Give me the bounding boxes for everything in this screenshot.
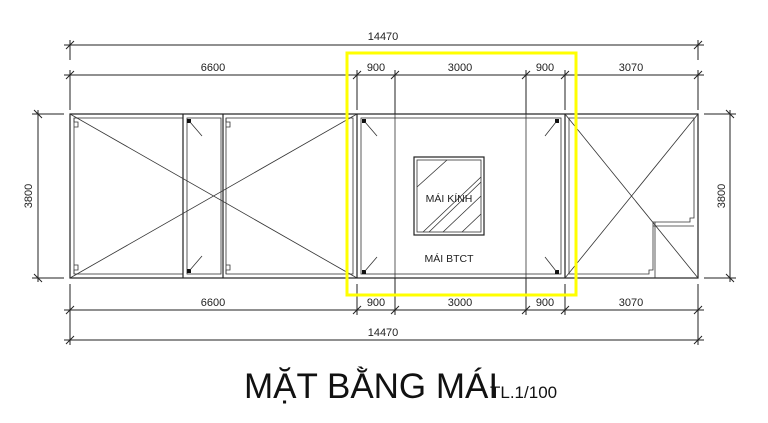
concrete-roof-label: MÁI BTCT	[425, 252, 475, 265]
dim-bottom-4: 900	[536, 297, 554, 309]
skylight: MÁI KÍNH	[413, 156, 485, 236]
dim-top-5: 3070	[619, 62, 643, 74]
void-cross-line	[69, 113, 358, 279]
dim-left-height: 3800	[23, 184, 35, 208]
dim-bottom-2: 900	[367, 297, 385, 309]
top-overall-dimension: 14470	[64, 31, 704, 60]
dim-bottom-5: 3070	[619, 297, 643, 309]
bottom-segment-dimensions: 6600 900 3000 900 3070	[64, 278, 704, 345]
skylight-label: MÁI KÍNH	[426, 192, 473, 205]
dim-right-height: 3800	[716, 184, 728, 208]
dim-top-4: 900	[536, 62, 554, 74]
left-height-dimension: 3800	[23, 109, 64, 283]
dim-bottom-3: 3000	[448, 297, 472, 309]
bottom-overall-dimension: 14470	[64, 327, 704, 345]
dim-bottom-overall: 14470	[368, 327, 399, 339]
dim-top-1: 6600	[201, 62, 225, 74]
dim-top-3: 3000	[448, 62, 472, 74]
drawing-title: MẶT BẰNG MÁI	[244, 366, 498, 406]
dim-top-overall: 14470	[368, 31, 399, 43]
drawing-scale: TL.1/100	[490, 383, 557, 402]
right-height-dimension: 3800	[704, 109, 736, 283]
roof-plan: MÁI KÍNH MÁI BTCT	[69, 113, 699, 279]
dim-top-2: 900	[367, 62, 385, 74]
top-segment-dimensions: 6600 900 3000 900 3070	[64, 62, 704, 114]
void-cross-line	[564, 113, 699, 279]
dim-bottom-1: 6600	[201, 297, 225, 309]
highlight-box	[345, 51, 578, 297]
